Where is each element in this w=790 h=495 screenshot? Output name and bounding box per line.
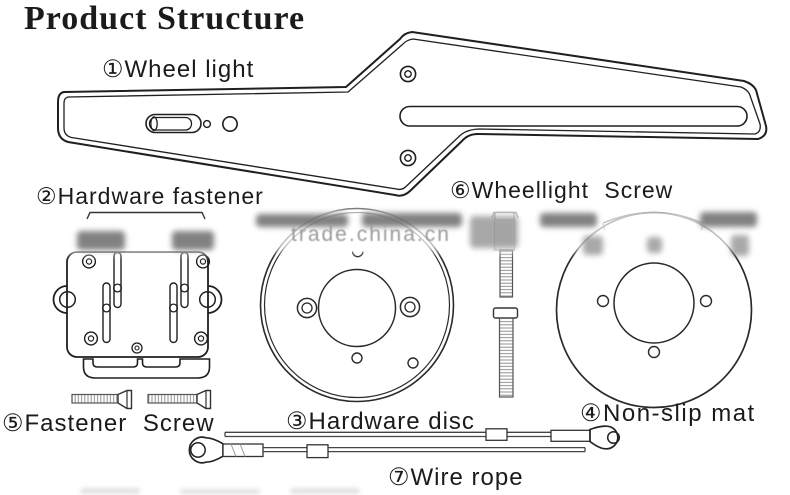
watermark-blob — [540, 213, 597, 227]
watermark-blob — [362, 213, 462, 227]
fastener-pointer-bracket — [86, 211, 206, 220]
watermark-blob — [256, 214, 348, 227]
watermark-text: trade.china.cn — [291, 223, 451, 246]
label-non-slip-mat: ④Non-slip mat — [580, 400, 756, 427]
watermark-blob — [583, 236, 603, 255]
label-hardware-disc: ③Hardware disc — [286, 408, 475, 435]
page-title: Product Structure — [24, 0, 306, 37]
label-fastener-screw: ⑤Fastener Screw — [2, 410, 215, 437]
label-wire-rope: ⑦Wire rope — [388, 464, 524, 491]
watermark-blob — [77, 231, 125, 250]
watermark-blob — [731, 235, 749, 256]
watermark-blob — [172, 231, 214, 250]
hardware-fastener-drawing — [52, 251, 223, 379]
label-wheel-light: ①Wheel light — [102, 56, 255, 83]
cutoff-print-artifact — [80, 488, 140, 494]
watermark-blob — [700, 212, 757, 227]
label-wheellight-screw: ⑥Wheellight Screw — [450, 177, 674, 203]
fastener-screw-drawing — [71, 389, 212, 410]
watermark-blob — [470, 216, 518, 248]
watermark-blob — [647, 237, 662, 253]
label-hardware-fastener: ②Hardware fastener — [36, 183, 264, 209]
cutoff-print-artifact — [290, 488, 360, 494]
wire-rope-drawing — [188, 425, 621, 464]
wheel-light-drawing — [57, 31, 768, 197]
cutoff-print-artifact — [180, 489, 260, 494]
